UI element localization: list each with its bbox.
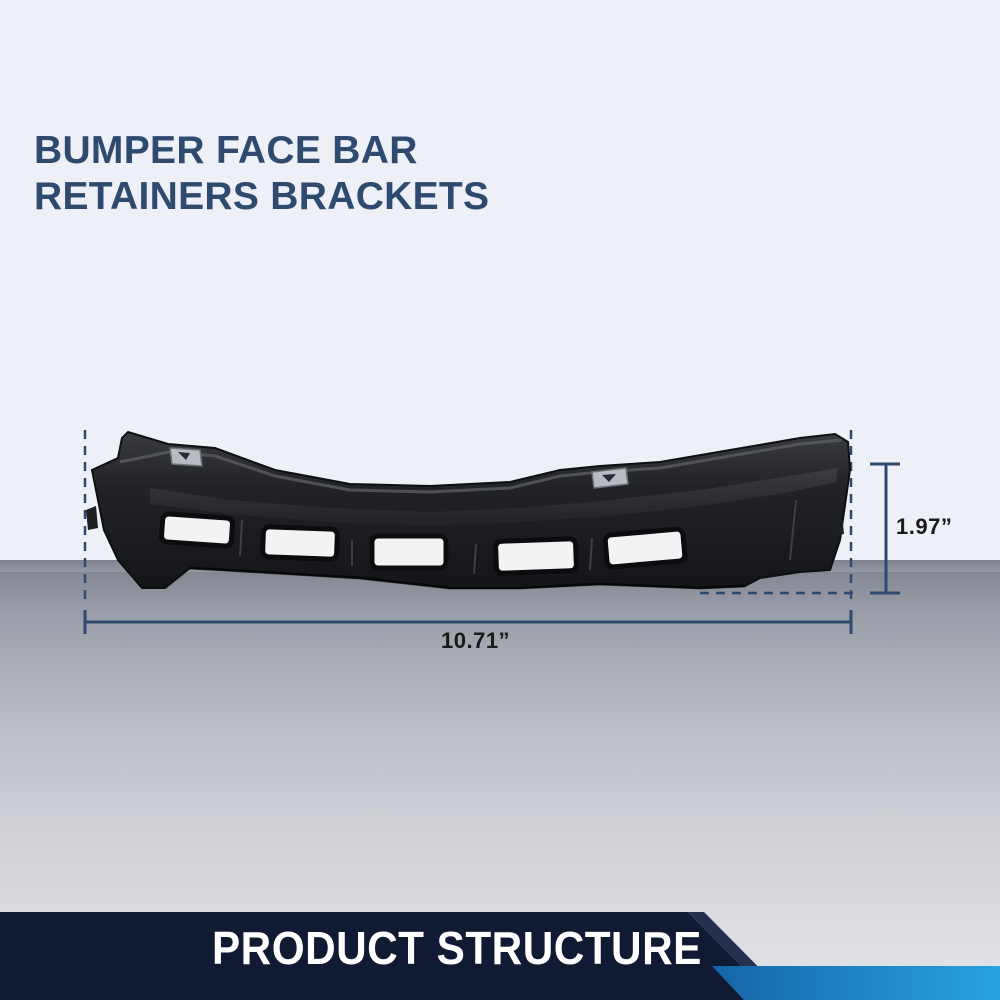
metal-clip-left xyxy=(169,447,203,467)
title-line-1: BUMPER FACE BAR xyxy=(34,129,418,172)
banner-title: PRODUCT STRUCTURE xyxy=(212,922,702,974)
width-dimension-label: 10.71” xyxy=(441,628,511,653)
dimension-guides xyxy=(83,430,900,634)
bracket-cutouts xyxy=(159,511,688,576)
bracket-part xyxy=(86,430,852,590)
title-line-2: RETAINERS BRACKETS xyxy=(34,175,490,218)
height-dimension-label: 1.97” xyxy=(896,514,953,539)
metal-clip-right xyxy=(591,467,629,489)
page-title: BUMPER FACE BAR RETAINERS BRACKETS xyxy=(34,128,489,220)
section-banner xyxy=(0,912,1000,1000)
